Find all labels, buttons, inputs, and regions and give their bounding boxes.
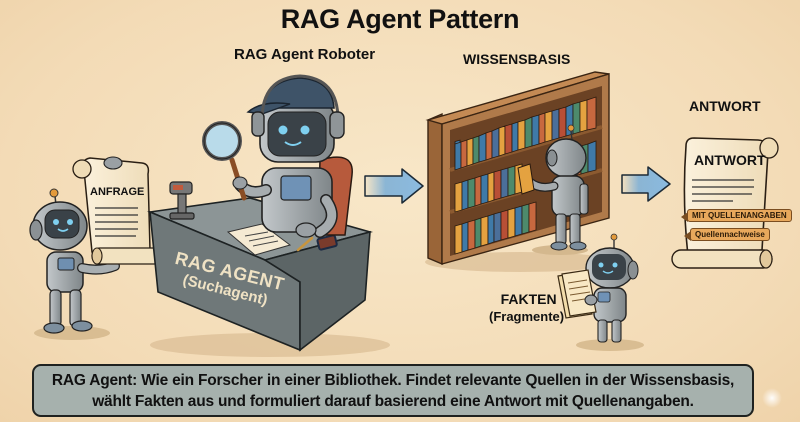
query-scroll-icon [72,156,163,265]
facts-subtitle: (Fragmente) [489,309,565,324]
answer-scroll-icon [671,137,779,269]
caption-box: RAG Agent: Wie ein Forscher in einer Bib… [32,364,754,417]
agent-robot-label: RAG Agent Roboter [234,46,376,63]
facts-robot-icon [576,233,644,351]
answer-scroll-heading: ANTWORT [694,152,766,168]
query-scroll-text: ANFRAGE [90,186,145,198]
scanner-icon [169,181,195,220]
diagram-title: RAG Agent Pattern [280,4,520,34]
citation-tag: MIT QUELLENANGABEN [681,209,792,222]
librarian-robot-icon [517,124,589,255]
query-robot-icon [29,188,120,340]
answer-label: ANTWORT [689,98,761,114]
source-reference-tag: Quellennachweise [684,228,770,241]
agent-robot-icon [234,74,345,238]
desk-icon [146,197,390,357]
arrow-right-icon [364,168,424,204]
caption-line-1: RAG Agent: Wie ein Forscher in einer Bib… [51,372,735,389]
facts-title: FAKTEN [500,291,557,307]
document-stack-icon [557,269,598,319]
facts-label: FAKTEN (Fragmente) [489,290,564,326]
arrow-right-icon [621,166,671,202]
magnifier-icon [202,121,248,201]
sparkle-icon [762,388,782,408]
knowledge-base-label: WISSENSBASIS [463,51,571,67]
caption-line-2: wählt Fakten aus und formuliert darauf b… [92,393,694,410]
